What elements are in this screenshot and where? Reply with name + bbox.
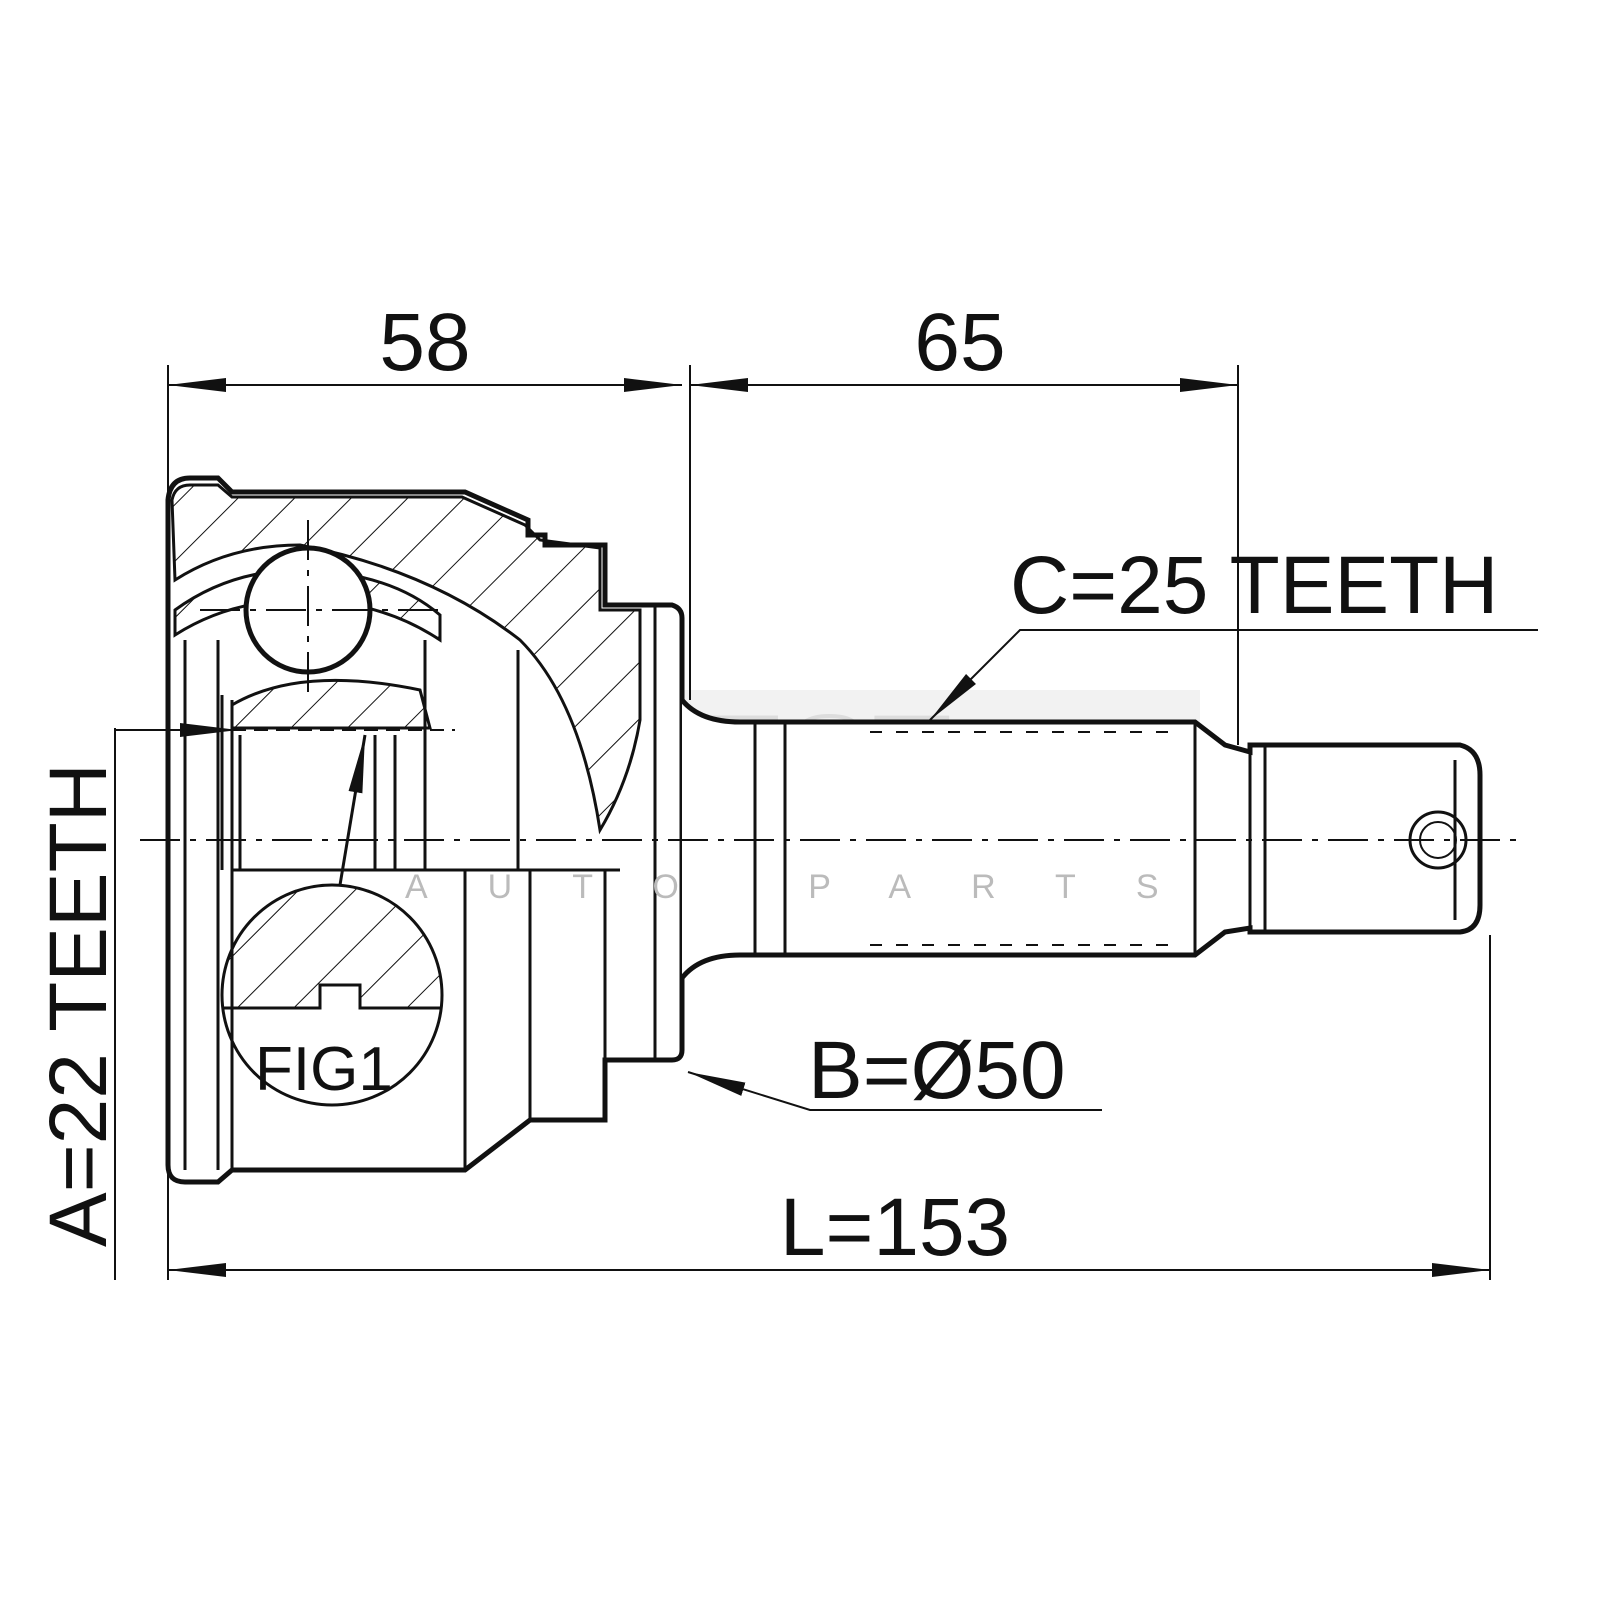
dim-shaft-length: 65 <box>914 297 1005 388</box>
dim-inner-spline: A=22 TEETH <box>33 763 124 1247</box>
extension-lines <box>114 365 1491 1280</box>
leader-outer-spline <box>929 629 1538 721</box>
inner-race-hatch <box>230 678 432 730</box>
housing-internal-lines <box>183 605 657 1170</box>
dim-total-length: L=153 <box>780 1182 1010 1273</box>
fig1-detail: FIG1 <box>220 734 444 1107</box>
dim-outer-spline: C=25 TEETH <box>1010 540 1498 631</box>
dim-abs-ring: B=Ø50 <box>808 1025 1066 1116</box>
fig1-label: FIG1 <box>255 1035 393 1104</box>
leader-abs-ring <box>687 1071 1102 1111</box>
housing-section-hatch <box>170 483 642 835</box>
dim-housing-length: 58 <box>379 297 470 388</box>
watermark-tagline: AUTO PARTS <box>405 868 1219 906</box>
